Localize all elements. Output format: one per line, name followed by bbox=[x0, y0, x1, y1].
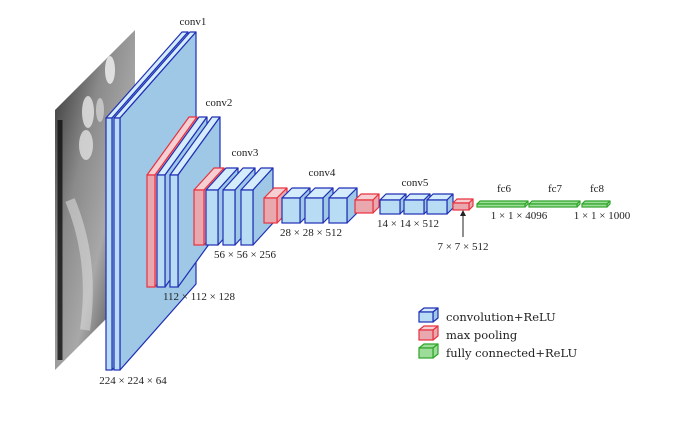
fc8-dims-label: 1 × 1 × 1000 bbox=[574, 210, 631, 222]
conv1-name-label: conv1 bbox=[180, 16, 207, 28]
fc6-dims-label: 1 × 1 × 4096 bbox=[491, 210, 548, 222]
conv4-dims-label: 28 × 28 × 512 bbox=[280, 227, 342, 239]
conv2-name-label: conv2 bbox=[206, 97, 233, 109]
conv4-name-label: conv4 bbox=[309, 167, 336, 179]
pool5-arrow bbox=[460, 210, 466, 237]
fc6-name-label: fc6 bbox=[497, 183, 512, 195]
legend-fc-label: fully connected+ReLU bbox=[446, 346, 577, 360]
pool4-layer bbox=[354, 193, 380, 214]
pool5-dims-label: 7 × 7 × 512 bbox=[438, 241, 489, 253]
legend-fc-icon bbox=[418, 343, 439, 359]
legend-item-conv: convolution+ReLU bbox=[418, 307, 556, 324]
conv2-dims-label: 112 × 112 × 128 bbox=[163, 291, 236, 303]
fc8-layer bbox=[581, 200, 611, 208]
conv3-dims-label: 56 × 56 × 256 bbox=[214, 249, 276, 261]
conv3-name-label: conv3 bbox=[232, 147, 259, 159]
conv5-layer-1 bbox=[379, 193, 407, 215]
conv1-dims-label: 224 × 224 × 64 bbox=[99, 375, 167, 387]
legend-item-pool: max pooling bbox=[418, 325, 518, 342]
fc7-layer bbox=[528, 200, 581, 208]
legend-item-fc: fully connected+ReLU bbox=[418, 343, 577, 360]
legend-pool-icon bbox=[418, 325, 439, 341]
conv5-dims-label: 14 × 14 × 512 bbox=[377, 218, 439, 230]
fc7-name-label: fc7 bbox=[548, 183, 563, 195]
fc8-name-label: fc8 bbox=[590, 183, 605, 195]
conv5-name-label: conv5 bbox=[402, 177, 429, 189]
conv3-layer-3 bbox=[240, 167, 274, 246]
conv5-layer-3 bbox=[426, 193, 454, 215]
pool5-layer bbox=[452, 198, 474, 211]
legend-conv-icon bbox=[418, 307, 439, 323]
legend-conv-label: convolution+ReLU bbox=[446, 310, 556, 324]
legend-pool-label: max pooling bbox=[446, 328, 518, 342]
conv5-layer-2 bbox=[403, 193, 431, 215]
fc6-layer bbox=[476, 200, 529, 208]
conv4-layer-3 bbox=[328, 187, 358, 224]
